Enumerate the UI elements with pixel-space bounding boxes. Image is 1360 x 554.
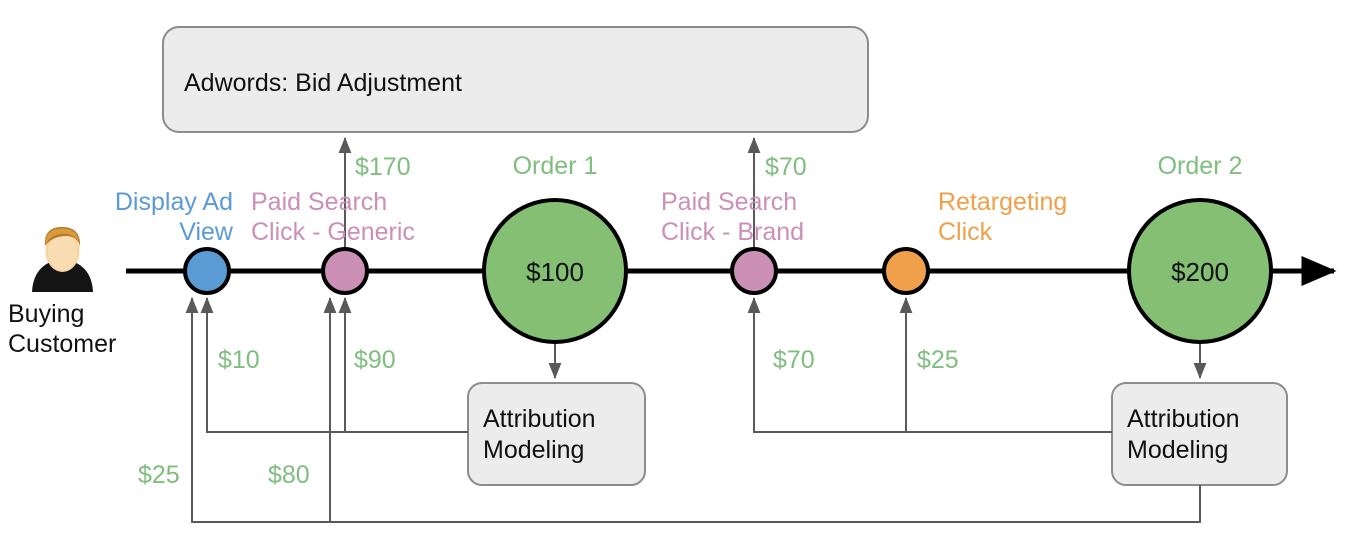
buying-customer-label-line2: Customer bbox=[8, 330, 117, 358]
node-retargeting-click[interactable] bbox=[882, 247, 930, 295]
amount-order2-to-display-ad: $25 bbox=[138, 461, 180, 489]
connector-attribution-right-to-retargeting-25 bbox=[899, 297, 1112, 433]
label-paid-search-generic-line1: Paid Search bbox=[251, 188, 388, 216]
node-paid-search-generic[interactable] bbox=[321, 247, 369, 295]
label-retargeting-click-line1: Retargeting bbox=[938, 188, 1068, 216]
attribution-right-label-line2: Modeling bbox=[1127, 436, 1229, 464]
node-order-2[interactable] bbox=[1127, 198, 1273, 344]
amount-order2-to-brand: $70 bbox=[773, 346, 815, 374]
connector-attribution-left-to-generic-90 bbox=[338, 297, 468, 433]
attribution-left-label-line1: Attribution bbox=[483, 405, 596, 433]
label-paid-search-brand-line1: Paid Search bbox=[661, 188, 798, 216]
amount-order1-to-generic: $90 bbox=[354, 346, 396, 374]
adwords-bid-adjustment-box[interactable] bbox=[162, 26, 869, 133]
connector-attribution-right-bottom-to-generic-80 bbox=[323, 297, 1200, 523]
order-1-amount: $100 bbox=[526, 257, 584, 287]
attribution-right-label-line1: Attribution bbox=[1127, 405, 1240, 433]
order-2-amount: $200 bbox=[1171, 257, 1229, 287]
node-paid-search-brand[interactable] bbox=[730, 247, 778, 295]
label-paid-search-brand-line2: Click - Brand bbox=[661, 218, 805, 246]
amount-adwords-from-brand: $70 bbox=[765, 153, 807, 181]
label-order-2: Order 2 bbox=[1157, 152, 1243, 180]
label-display-ad-view-line2: View bbox=[179, 218, 233, 246]
label-paid-search-generic-line2: Click - Generic bbox=[251, 218, 415, 246]
amount-adwords-from-generic: $170 bbox=[355, 153, 411, 181]
attribution-left-label-line2: Modeling bbox=[483, 436, 585, 464]
label-retargeting-click-line2: Click bbox=[938, 218, 993, 246]
node-order-1[interactable] bbox=[482, 198, 628, 344]
node-display-ad-view[interactable] bbox=[183, 247, 231, 295]
label-order-1: Order 1 bbox=[512, 152, 598, 180]
amount-order1-to-display-ad: $10 bbox=[218, 346, 260, 374]
buying-customer-label-line1: Buying bbox=[8, 300, 85, 328]
user-avatar-icon bbox=[32, 227, 93, 292]
adwords-box-label: Adwords: Bid Adjustment bbox=[184, 69, 462, 97]
label-display-ad-view-line1: Display Ad bbox=[114, 188, 233, 216]
amount-order2-to-generic: $80 bbox=[268, 461, 310, 489]
amount-order2-to-retargeting: $25 bbox=[917, 346, 959, 374]
attribution-modeling-box-left[interactable] bbox=[467, 382, 646, 486]
connector-attribution-right-bottom-to-display-ad-25 bbox=[185, 297, 1201, 523]
